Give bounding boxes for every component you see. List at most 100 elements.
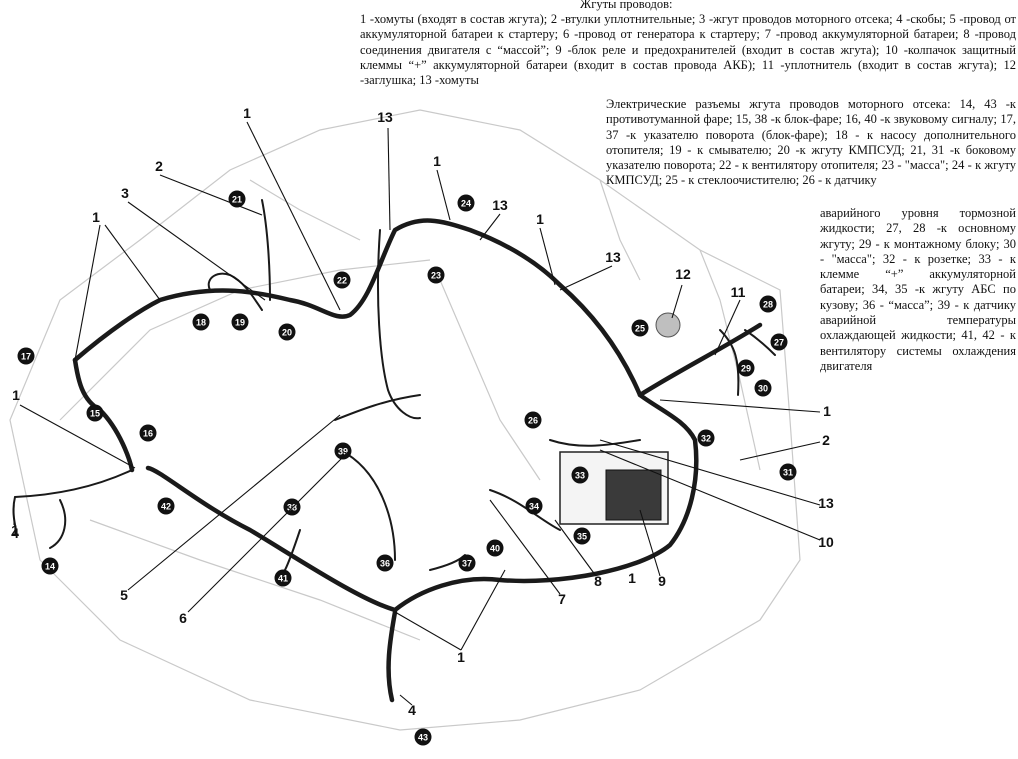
callout-1: 1: [92, 209, 100, 225]
connector-badge-36: 36: [376, 554, 394, 572]
callout-13: 13: [605, 249, 621, 265]
connector-badge-label: 32: [701, 434, 711, 444]
connector-badge-24: 24: [457, 194, 475, 212]
connector-badge-label: 26: [528, 416, 538, 426]
callout-2: 2: [155, 158, 163, 174]
leader-line: [559, 265, 613, 291]
connector-badge-label: 30: [758, 384, 768, 394]
leader-line: [714, 299, 741, 356]
connector-badge-label: 42: [161, 502, 171, 512]
connector-badge-label: 15: [90, 409, 100, 419]
leader-line: [246, 121, 341, 311]
connector-badge-38: 38: [283, 498, 301, 516]
connector-badge-label: 31: [783, 468, 793, 478]
callout-1: 1: [11, 522, 19, 538]
leader-line: [127, 414, 341, 591]
connector-badge-37: 37: [458, 554, 476, 572]
leader-line: [127, 201, 266, 301]
connectors-text-part1: Электрические разъемы жгута проводов мот…: [606, 97, 1016, 188]
callout-3: 3: [121, 185, 129, 201]
callout-7: 7: [558, 591, 566, 607]
connector-badge-label: 22: [337, 276, 347, 286]
connector-badge-label: 41: [278, 574, 288, 584]
connector-badge-28: 28: [759, 295, 777, 313]
leader-line: [436, 169, 451, 221]
callout-13: 13: [818, 495, 834, 511]
callout-1: 1: [536, 211, 544, 227]
leader-line: [739, 441, 821, 461]
connector-badge-label: 35: [577, 532, 587, 542]
callout-10: 10: [818, 534, 834, 550]
connector-badge-label: 27: [774, 338, 784, 348]
connector-badge-label: 16: [143, 429, 153, 439]
connector-badge-label: 21: [232, 195, 242, 205]
connector-badge-17: 17: [17, 347, 35, 365]
connector-badge-label: 36: [380, 559, 390, 569]
connector-badge-label: 37: [462, 559, 472, 569]
connector-badge-29: 29: [737, 359, 755, 377]
connector-badge-15: 15: [86, 404, 104, 422]
car-body-outline: [9, 109, 801, 731]
connector-badge-31: 31: [779, 463, 797, 481]
leader-line: [539, 227, 556, 286]
leader-line: [479, 213, 501, 241]
connector-badge-label: 24: [461, 199, 471, 209]
connector-badge-25: 25: [631, 319, 649, 337]
callout-6: 6: [179, 610, 187, 626]
connector-badge-label: 33: [575, 471, 585, 481]
callout-1: 1: [243, 105, 251, 121]
leader-line: [394, 611, 462, 651]
callout-1: 1: [433, 153, 441, 169]
callout-2: 2: [822, 432, 830, 448]
grommet-12: [655, 312, 681, 338]
callout-4: 4: [408, 702, 416, 718]
legend-body: 1 -хомуты (входят в состав жгута); 2 -вт…: [360, 12, 1016, 88]
connector-badge-18: 18: [192, 313, 210, 331]
connector-badge-41: 41: [274, 569, 292, 587]
connector-badge-label: 23: [431, 271, 441, 281]
leader-line: [671, 284, 683, 319]
callout-1: 1: [823, 403, 831, 419]
callout-1: 1: [628, 570, 636, 586]
connector-badge-label: 43: [418, 733, 428, 743]
connector-badge-39: 39: [334, 442, 352, 460]
leader-line: [659, 399, 821, 413]
connector-badge-32: 32: [697, 429, 715, 447]
connector-badge-42: 42: [157, 497, 175, 515]
connector-badge-34: 34: [525, 497, 543, 515]
callout-leaders: [13, 121, 821, 706]
leader-line: [19, 404, 136, 469]
callout-13: 13: [492, 197, 508, 213]
leader-line: [74, 224, 101, 361]
connectors-text-part2: аварийного уровня тормозной жидкости; 27…: [820, 206, 1016, 373]
leader-line: [187, 449, 351, 613]
connector-badge-label: 18: [196, 318, 206, 328]
connector-badge-20: 20: [278, 323, 296, 341]
leader-line: [104, 224, 161, 301]
connector-badge-16: 16: [139, 424, 157, 442]
connector-badge-30: 30: [754, 379, 772, 397]
callout-1: 1: [12, 387, 20, 403]
callout-5: 5: [120, 587, 128, 603]
leader-line: [599, 449, 821, 541]
leader-line: [387, 127, 391, 231]
connector-badge-35: 35: [573, 527, 591, 545]
callout-1: 1: [457, 649, 465, 665]
connector-badge-27: 27: [770, 333, 788, 351]
connector-badge-14: 14: [41, 557, 59, 575]
connector-badge-33: 33: [571, 466, 589, 484]
leader-line: [460, 569, 506, 651]
connector-badge-label: 40: [490, 544, 500, 554]
connector-badge-label: 17: [21, 352, 31, 362]
connector-badge-40: 40: [486, 539, 504, 557]
leader-line: [489, 499, 561, 595]
leader-line: [159, 174, 263, 216]
connector-badge-label: 39: [338, 447, 348, 457]
connector-badge-label: 34: [529, 502, 539, 512]
connector-badge-label: 19: [235, 318, 245, 328]
callout-13: 13: [377, 109, 393, 125]
